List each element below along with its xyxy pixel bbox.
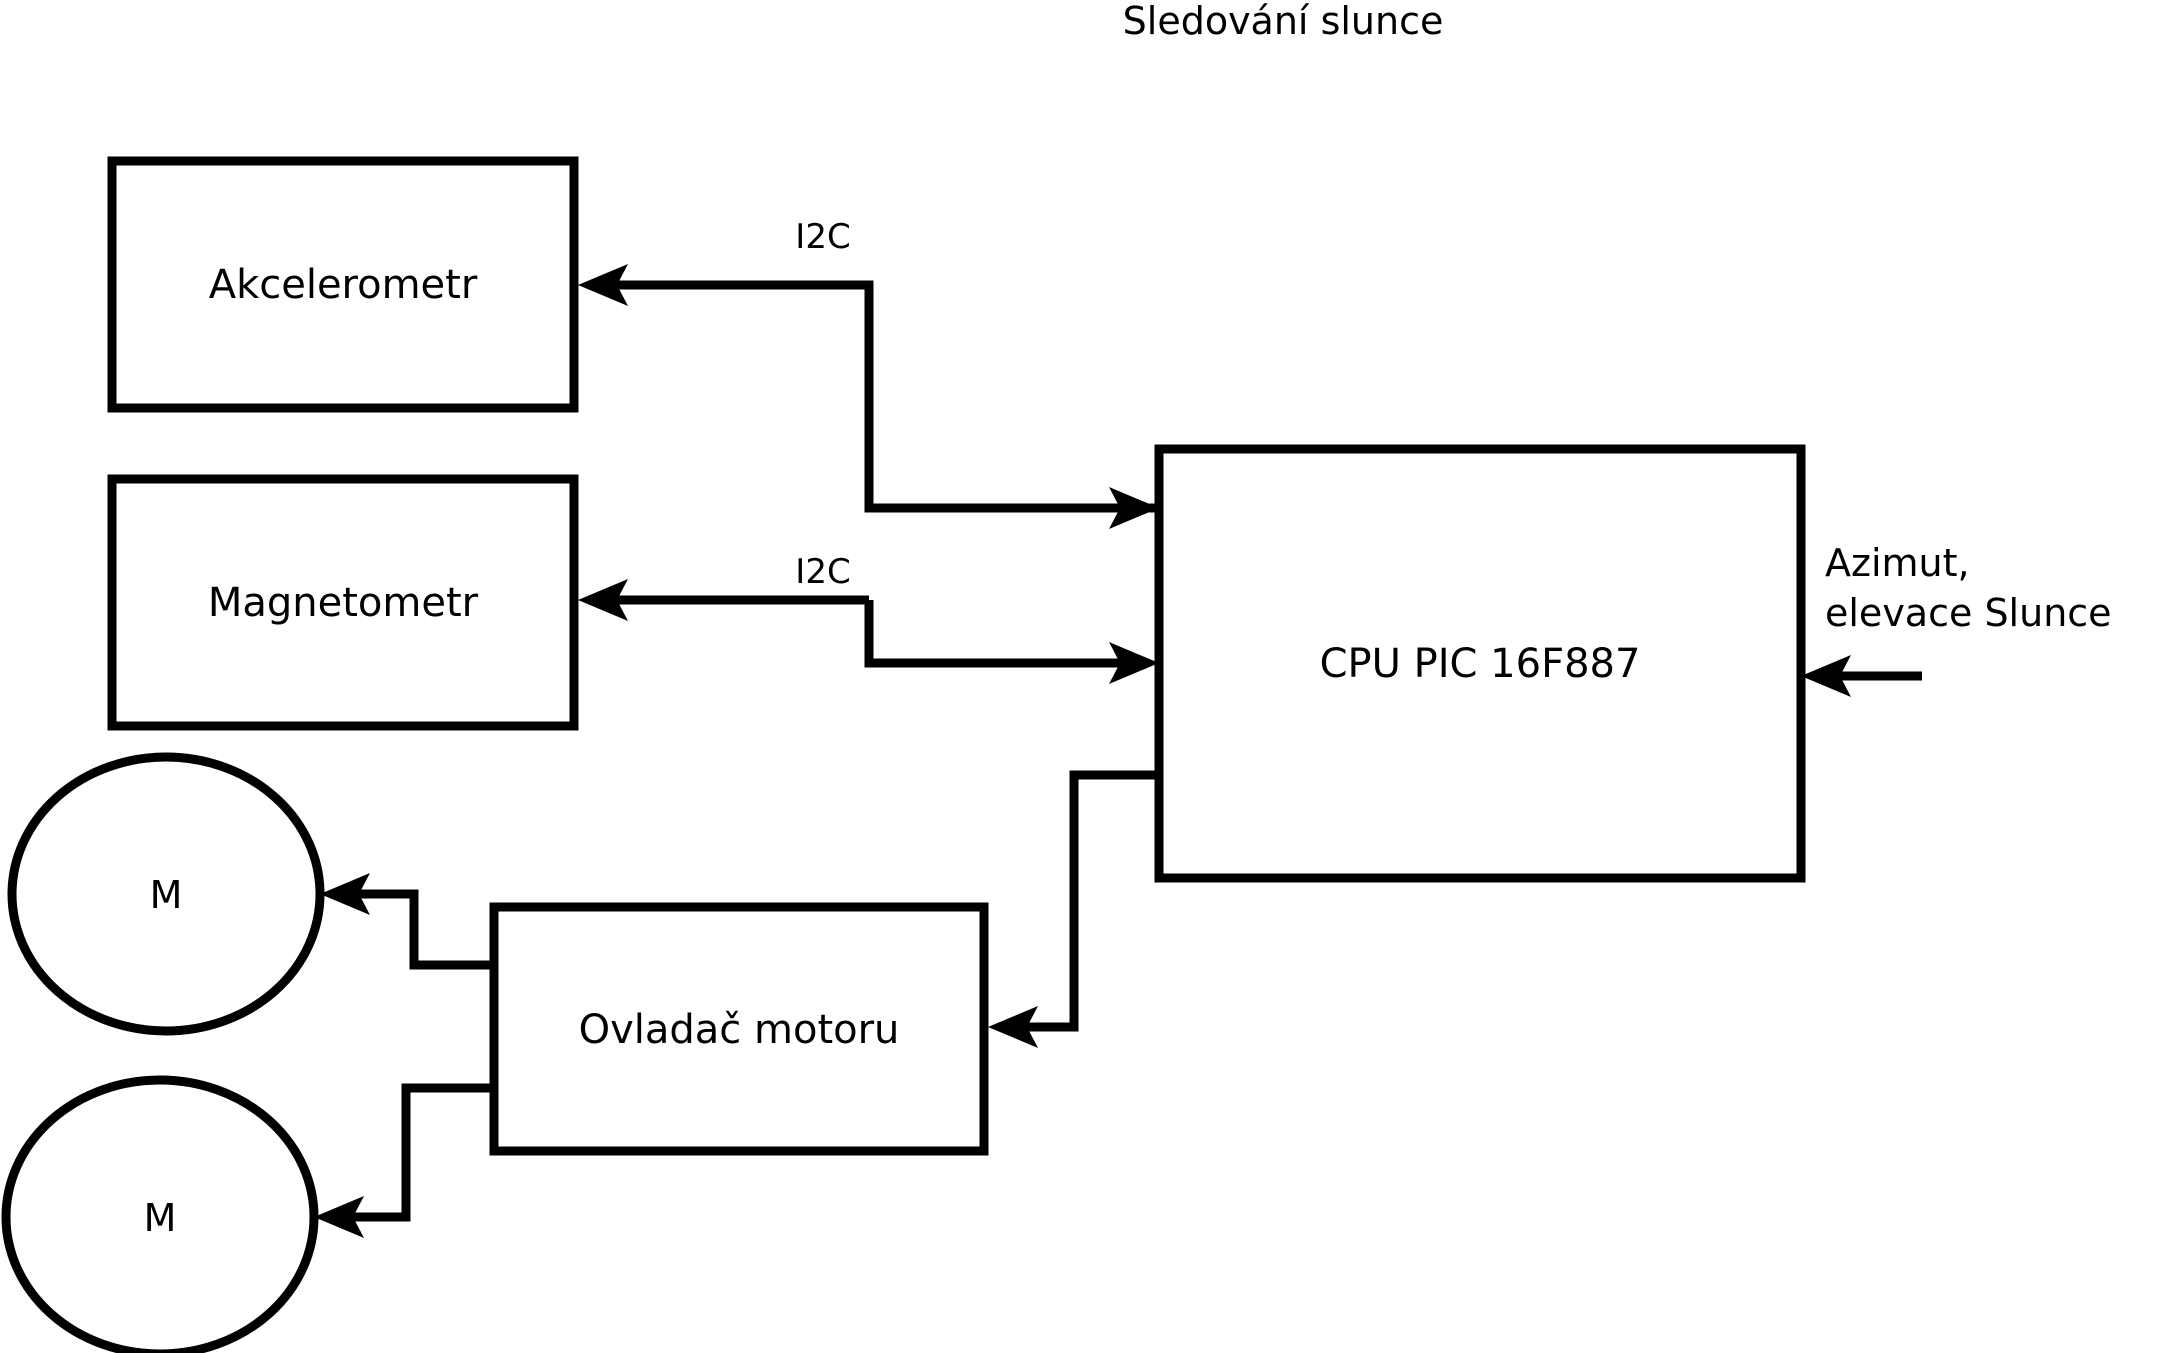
edge-motor-driver-to-motor-bottom-line xyxy=(340,1083,494,1222)
edge-accelerometer-to-cpu xyxy=(864,285,1159,529)
arrowhead-into-cpu-top xyxy=(1109,487,1159,529)
node-motor-bottom[interactable]: M xyxy=(1,1075,319,1353)
arrowhead-into-motor-driver xyxy=(988,1006,1038,1048)
motor-top-label: M xyxy=(150,873,183,917)
edge-motor-driver-to-motor-top-line xyxy=(346,889,494,970)
arrowhead-into-magnetometer xyxy=(578,579,628,621)
edge-label-i2c-accelerometer: I2C xyxy=(795,217,850,257)
cpu-box xyxy=(1154,444,1806,883)
edge-magnetometer-to-cpu-line xyxy=(864,600,1133,668)
node-magnetometer[interactable]: Magnetometr xyxy=(107,474,579,731)
arrowhead-into-cpu-right xyxy=(1801,655,1851,697)
motor-bottom-label: M xyxy=(144,1196,177,1240)
accelerometer-label: Akcelerometr xyxy=(209,262,478,308)
edge-magnetometer-to-cpu xyxy=(864,600,1159,684)
edge-cpu-to-magnetometer xyxy=(578,579,869,621)
edge-cpu-to-motor-driver xyxy=(988,770,1159,1048)
arrowhead-into-motor-bottom xyxy=(314,1196,364,1238)
motor-driver-box xyxy=(489,902,989,1156)
magnetometer-label: Magnetometr xyxy=(208,580,479,626)
node-cpu[interactable]: CPU PIC 16F887 xyxy=(1154,444,1806,883)
cpu-label: CPU PIC 16F887 xyxy=(1320,641,1641,687)
node-motor-driver[interactable]: Ovladač motoru xyxy=(489,902,989,1156)
arrowhead-into-cpu-bottom xyxy=(1109,642,1159,684)
sun-input-label-line1: Azimut, xyxy=(1825,541,1970,585)
magnetometer-box xyxy=(107,474,579,731)
edge-motor-driver-to-motor-bottom xyxy=(314,1083,494,1238)
edge-accelerometer-to-cpu-line xyxy=(864,285,1133,513)
sun-input-label-line2: elevace Slunce xyxy=(1825,591,2112,635)
node-accelerometer[interactable]: Akcelerometr xyxy=(107,156,579,413)
edge-label-i2c-magnetometer: I2C xyxy=(795,552,850,592)
motor-driver-label: Ovladač motoru xyxy=(579,1007,900,1053)
node-motor-top[interactable]: M xyxy=(7,752,325,1036)
edge-sun-input-to-cpu xyxy=(1801,655,1922,697)
accelerometer-box xyxy=(107,156,579,413)
diagram-title: Sledování slunce xyxy=(1123,0,1444,43)
edge-cpu-to-motor-driver-line xyxy=(1014,770,1159,1032)
arrowhead-into-accelerometer xyxy=(578,264,628,306)
edge-cpu-to-accelerometer-line xyxy=(604,280,1159,513)
edge-motor-driver-to-motor-top xyxy=(320,873,494,970)
arrowhead-into-motor-top xyxy=(320,873,370,915)
